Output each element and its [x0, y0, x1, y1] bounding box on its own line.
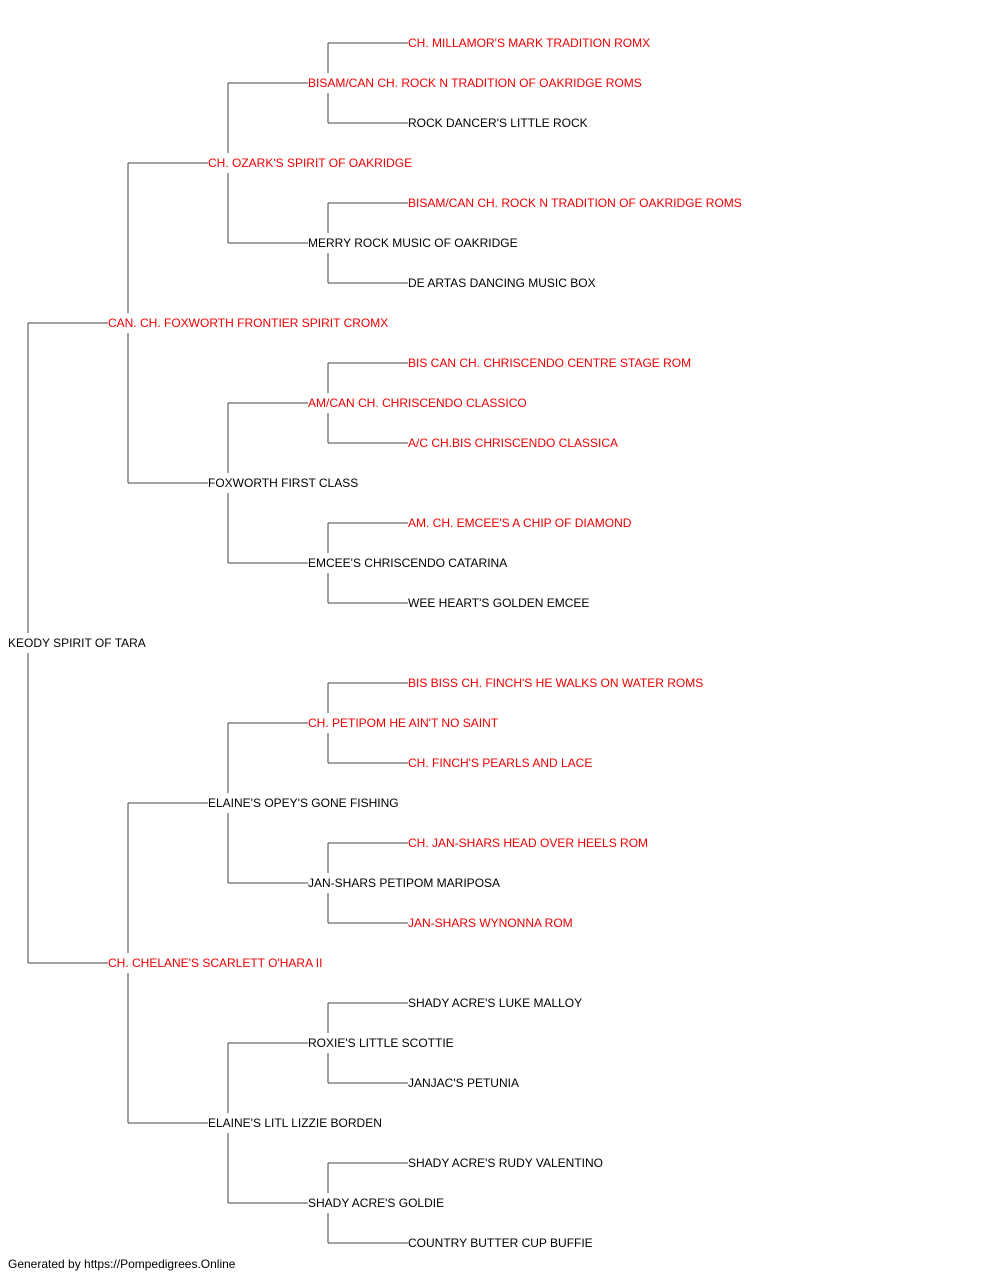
- ancestor-name: SHADY ACRE'S GOLDIE: [308, 1196, 444, 1210]
- ancestor-name: CH. MILLAMOR'S MARK TRADITION ROMX: [408, 36, 650, 50]
- ancestor-name: ROXIE'S LITTLE SCOTTIE: [308, 1036, 454, 1050]
- ancestor-name: MERRY ROCK MUSIC OF OAKRIDGE: [308, 236, 518, 250]
- ancestor-name: ELAINE'S OPEY'S GONE FISHING: [208, 796, 399, 810]
- footer-credit: Generated by https://Pompedigrees.Online: [8, 1257, 236, 1271]
- ancestor-name: CH. PETIPOM HE AIN'T NO SAINT: [308, 716, 499, 730]
- ancestor-name: EMCEE'S CHRISCENDO CATARINA: [308, 556, 507, 570]
- ancestor-name: FOXWORTH FIRST CLASS: [208, 476, 358, 490]
- ancestor-name: WEE HEART'S GOLDEN EMCEE: [408, 596, 589, 610]
- ancestor-name: BISAM/CAN CH. ROCK N TRADITION OF OAKRID…: [408, 196, 742, 210]
- ancestor-name: A/C CH.BIS CHRISCENDO CLASSICA: [408, 436, 618, 450]
- ancestor-name: BIS CAN CH. CHRISCENDO CENTRE STAGE ROM: [408, 356, 691, 370]
- ancestor-name: CH. JAN-SHARS HEAD OVER HEELS ROM: [408, 836, 648, 850]
- ancestor-name: BISAM/CAN CH. ROCK N TRADITION OF OAKRID…: [308, 76, 642, 90]
- ancestor-name: JAN-SHARS WYNONNA ROM: [408, 916, 573, 930]
- ancestor-name: ELAINE'S LITL LIZZIE BORDEN: [208, 1116, 382, 1130]
- ancestor-name: CAN. CH. FOXWORTH FRONTIER SPIRIT CROMX: [108, 316, 388, 330]
- subject-name: KEODY SPIRIT OF TARA: [8, 636, 146, 650]
- ancestor-name: JANJAC'S PETUNIA: [408, 1076, 519, 1090]
- ancestor-name: JAN-SHARS PETIPOM MARIPOSA: [308, 876, 500, 890]
- ancestor-name: COUNTRY BUTTER CUP BUFFIE: [408, 1236, 593, 1250]
- ancestor-name: SHADY ACRE'S LUKE MALLOY: [408, 996, 582, 1010]
- ancestor-name: CH. OZARK'S SPIRIT OF OAKRIDGE: [208, 156, 412, 170]
- ancestor-name: BIS BISS CH. FINCH'S HE WALKS ON WATER R…: [408, 676, 703, 690]
- ancestor-name: ROCK DANCER'S LITTLE ROCK: [408, 116, 588, 130]
- ancestor-name: CH. FINCH'S PEARLS AND LACE: [408, 756, 592, 770]
- ancestor-name: SHADY ACRE'S RUDY VALENTINO: [408, 1156, 603, 1170]
- ancestor-name: AM. CH. EMCEE'S A CHIP OF DIAMOND: [408, 516, 632, 530]
- ancestor-name: CH. CHELANE'S SCARLETT O'HARA II: [108, 956, 322, 970]
- ancestor-name: AM/CAN CH. CHRISCENDO CLASSICO: [308, 396, 527, 410]
- ancestor-name: DE ARTAS DANCING MUSIC BOX: [408, 276, 596, 290]
